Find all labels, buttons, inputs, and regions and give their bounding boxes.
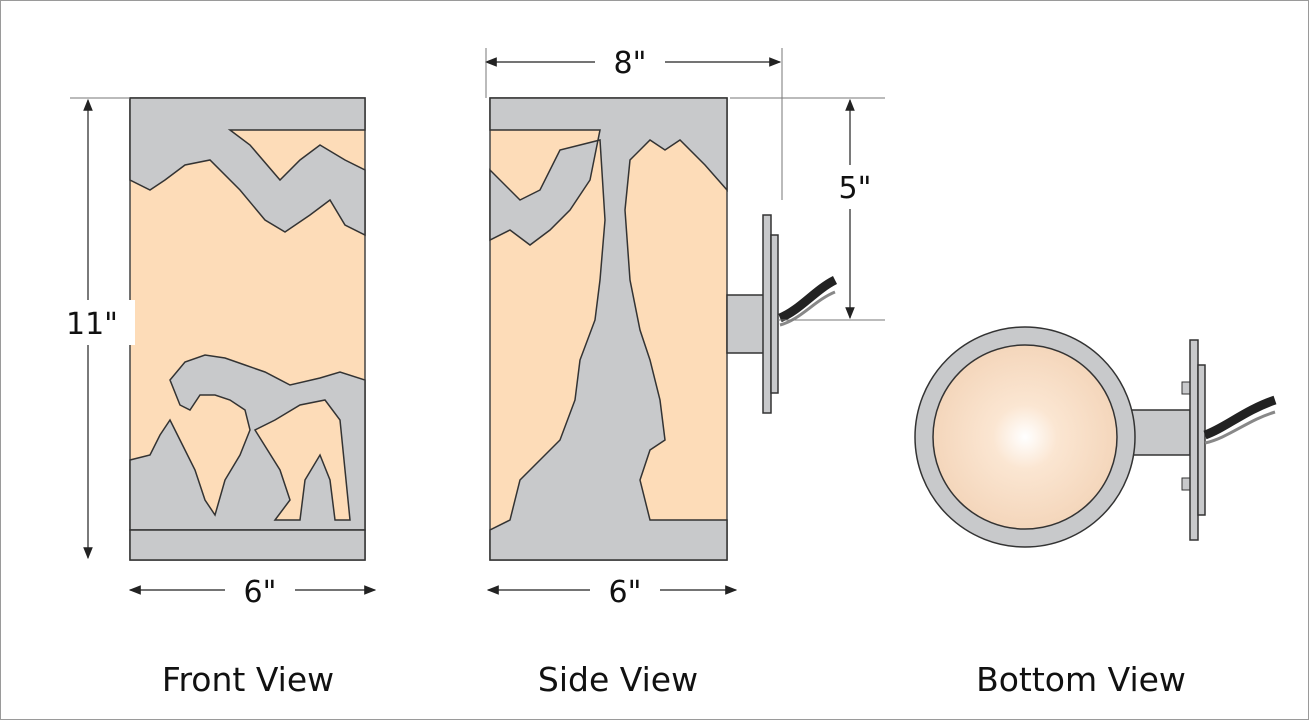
wall-mount-arm <box>726 294 770 354</box>
power-cord <box>778 275 838 323</box>
horse-silhouette <box>129 354 366 531</box>
tree-and-band <box>489 97 728 561</box>
front-view: 11" 6" <box>55 97 377 610</box>
front-width-dimension: 6" <box>244 575 277 610</box>
front-view-label: Front View <box>162 660 334 699</box>
bottom-view-label: Bottom View <box>976 660 1186 699</box>
side-view: 8" 6" 5" <box>484 40 885 610</box>
front-height-dimension: 11" <box>66 307 118 342</box>
mountain-band <box>129 97 366 237</box>
shade-interior <box>932 344 1118 530</box>
side-depth-dimension: 8" <box>614 46 647 81</box>
bottom-view <box>914 326 1277 548</box>
side-width-dimension: 6" <box>609 575 642 610</box>
wall-plate <box>762 214 772 414</box>
mount-height-dimension: 5" <box>839 171 872 206</box>
side-view-label: Side View <box>538 660 698 699</box>
